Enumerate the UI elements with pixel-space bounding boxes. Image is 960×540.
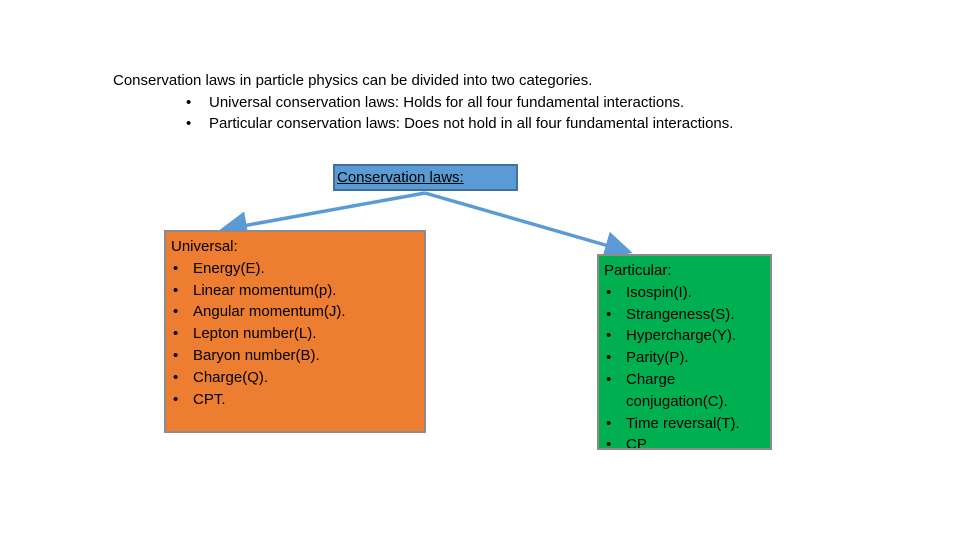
bullet-dot: • [606,436,612,450]
list-item: • CPT. [171,389,424,411]
list-item-text: CP [626,436,647,450]
list-item-text: Baryon number(B). [193,346,320,364]
bullet-dot: • [606,305,612,323]
list-item: • Linear momentum(p). [171,280,424,302]
particular-box: Particular: • Isospin(I). • Strangeness(S)… [597,254,772,450]
list-item-text: CPT. [193,390,226,408]
bullet-dot: • [606,283,612,301]
particular-list: • Isospin(I). • Strangeness(S). • Hyperchar… [604,282,770,450]
bullet-dot: • [186,115,192,132]
list-item-text: Hypercharge(Y). [626,327,737,345]
list-item: • Isospin(I). [604,282,770,304]
bullet-dot: • [186,93,192,111]
arrow-to-particular [424,191,633,259]
list-item-text: Parity(P). [626,349,689,367]
intro-text: Conservation laws in particle physics ca… [113,70,733,135]
bullet-dot: • [173,259,179,277]
list-item: • Hypercharge(Y). [604,325,770,347]
bullet-dot: • [606,327,612,345]
bullet-dot: • [173,303,179,321]
bullet-dot: • [606,349,612,367]
list-item: • Angular momentum(J). [171,301,424,323]
list-item: • Lepton number(L). [171,323,424,345]
list-item-text: Charge conjugation(C). [626,370,728,410]
list-item-text: Energy(E). [193,259,265,277]
list-item: • Strangeness(S). [604,304,770,326]
list-item-text: Linear momentum(p). [193,281,337,299]
bullet-dot: • [173,368,179,386]
list-item-text: Isospin(I). [626,283,692,301]
bullet-dot: • [606,370,612,388]
arrow-to-universal [219,191,426,240]
list-item: • Baryon number(B). [171,345,424,367]
universal-box: Universal: • Energy(E). • Linear momentum(… [164,230,426,433]
bullet-dot: • [173,390,179,408]
intro-lead: Conservation laws in particle physics ca… [113,72,593,89]
bullet-dot: • [173,281,179,299]
list-item: • Charge(Q). [171,367,424,389]
intro-bullet-text: Particular conservation laws: Does not h… [209,115,734,132]
bullet-dot: • [606,414,612,432]
list-item-text: Lepton number(L). [193,325,317,343]
intro-bullet-particular: • Particular conservation laws: Does not… [113,113,733,135]
list-item: • Parity(P). [604,347,770,369]
list-item-text: Charge(Q). [193,368,269,386]
universal-heading: Universal: [171,238,238,255]
list-item-text: Strangeness(S). [626,305,735,323]
list-item-text: Angular momentum(J). [193,303,346,321]
list-item: • Charge conjugation(C). [604,369,770,413]
intro-bullet-universal: • Universal conservation laws: Holds for… [113,92,733,114]
list-item-text: Time reversal(T). [626,414,740,432]
bullet-dot: • [173,346,179,364]
root-node-conservation-laws: Conservation laws: [333,164,518,191]
list-item: • CP [604,434,770,450]
particular-heading: Particular: [604,262,672,279]
bullet-dot: • [173,325,179,343]
list-item: • Energy(E). [171,258,424,280]
universal-list: • Energy(E). • Linear momentum(p). • Angula… [171,258,424,411]
root-node-label: Conservation laws: [337,169,464,186]
intro-bullet-text: Universal conservation laws: Holds for a… [209,93,685,111]
list-item: • Time reversal(T). [604,413,770,435]
